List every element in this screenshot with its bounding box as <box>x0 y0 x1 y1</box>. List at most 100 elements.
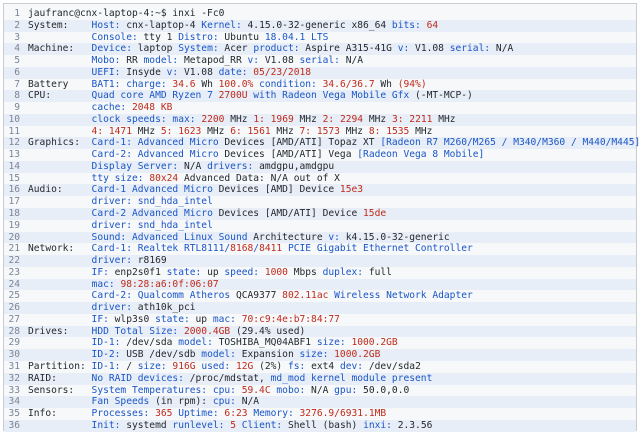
text-segment: Quad core AMD Ryzen 7 <box>91 90 219 102</box>
text-segment: charge: <box>126 78 173 90</box>
text-segment: 59.4C <box>241 384 277 396</box>
text-segment: 2: <box>322 113 340 125</box>
line-text: Drives: HDD Total Size: 2000.4GB (29.4% … <box>28 326 636 338</box>
line-text: clock speeds: max: 2200 MHz 1: 1969 MHz … <box>28 114 636 126</box>
text-segment: 1000.2GB <box>351 337 398 349</box>
text-segment: max: <box>172 113 202 125</box>
text-segment: 1000 <box>264 266 294 278</box>
text-segment: up <box>195 313 213 325</box>
text-segment: bits: <box>391 19 427 31</box>
text-segment <box>28 67 92 78</box>
line-text: UEFI: Insyde v: V1.08 date: 05/23/2018 <box>28 67 636 79</box>
text-segment: 8168 <box>230 243 254 255</box>
line-number: 33 <box>8 384 20 396</box>
text-segment: snd_hda_intel <box>137 196 213 208</box>
text-segment: 64 <box>426 19 439 31</box>
line-text: Partition: ID-1: / size: 916G used: 12G … <box>28 361 636 373</box>
text-segment: 1573 <box>316 125 346 137</box>
line-number: 32 <box>8 372 20 384</box>
text-segment: Distro: <box>178 31 225 43</box>
text-segment: product: <box>253 43 306 55</box>
text-segment: Battery <box>28 78 92 90</box>
text-segment: 15de <box>363 208 387 220</box>
line-number: 15 <box>8 172 20 184</box>
text-segment: MHz <box>368 113 392 125</box>
code-line: 14 Display Server: N/A drivers: amdgpu,a… <box>4 160 636 173</box>
code-line: 15 tty size: 80x24 Advanced Data: N/A ou… <box>4 173 636 185</box>
line-number: 16 <box>8 184 20 196</box>
text-segment: (in rpm): <box>155 396 213 408</box>
text-segment: PCIE Gigabit Ethernet Controller <box>287 243 473 255</box>
code-line: 26 driver: ath10k_pci <box>4 302 636 314</box>
text-segment <box>28 32 92 43</box>
text-segment: v: <box>397 43 416 55</box>
text-segment: cpu: <box>212 396 242 408</box>
text-segment: Card-2: Qualcomm Atheros <box>91 290 236 302</box>
code-line: 28 Drives: HDD Total Size: 2000.4GB (29.4… <box>4 325 636 338</box>
text-segment: MHz <box>438 113 456 125</box>
line-text: tty size: 80x24 Advanced Data: N/A out o… <box>28 173 636 185</box>
text-segment: Device: <box>91 43 138 55</box>
text-segment: state: <box>166 266 208 278</box>
text-segment: Uptime: <box>178 408 225 420</box>
line-number: 28 <box>8 325 20 337</box>
text-segment: MHz <box>207 125 231 137</box>
code-line: 11 4: 1471 MHz 5: 1623 MHz 6: 1561 MHz 7… <box>4 126 636 138</box>
text-segment <box>28 396 92 407</box>
code-line: 29 ID-1: /dev/sda model: TOSHIBA_MQ04ABF… <box>4 337 636 349</box>
text-segment: MHz <box>299 113 323 125</box>
text-segment: No RAID devices: <box>91 372 190 384</box>
text-segment: up <box>207 266 225 278</box>
line-number: 26 <box>8 302 20 314</box>
line-number: 9 <box>14 102 20 114</box>
text-segment: N/A <box>311 384 335 396</box>
text-segment: Host: <box>91 19 127 31</box>
text-segment: 34.6 <box>172 78 202 90</box>
text-segment: (2%) <box>259 360 288 372</box>
text-segment: clock speeds: <box>91 113 173 125</box>
text-segment: (94%) <box>397 78 427 90</box>
text-segment: with Radeon Vega Mobile Gfx <box>253 90 416 102</box>
text-segment: HDD Total Size: <box>91 325 184 337</box>
text-segment: [Radeon R7 M260/M265 / M340/M360 / M440/… <box>380 137 640 149</box>
text-segment: Aspire A315-41G <box>305 43 398 55</box>
text-segment: Network: <box>28 243 92 255</box>
line-number: 20 <box>8 231 20 243</box>
text-segment: cache: <box>91 102 132 114</box>
text-segment: Architecture <box>253 231 329 243</box>
line-text: Display Server: N/A drivers: amdgpu,amdg… <box>28 161 636 173</box>
text-segment: 6:23 <box>224 408 254 420</box>
line-number: 24 <box>8 278 20 290</box>
line-number: 14 <box>8 160 20 172</box>
text-segment: ID-1: <box>91 360 127 372</box>
text-segment: /proc/mdstat, <box>189 372 271 384</box>
text-segment: Shell (bash) <box>287 419 364 431</box>
line-number: 21 <box>8 243 20 255</box>
line-text: Network: Card-1: Realtek RTL8111/8168/84… <box>28 243 636 255</box>
line-text: Console: tty 1 Distro: Ubuntu 18.04.1 LT… <box>28 32 636 44</box>
line-number: 4 <box>14 43 20 55</box>
text-segment: MHz <box>276 125 300 137</box>
line-number: 2 <box>14 19 20 31</box>
text-segment: System Temperatures: <box>91 384 213 396</box>
text-segment: laptop <box>137 43 179 55</box>
text-segment: BAT1: <box>91 78 127 90</box>
text-segment: (29.4% used) <box>235 325 306 337</box>
text-segment: Wireless Network Adapter <box>334 290 473 302</box>
text-segment <box>28 114 92 125</box>
line-text: ID-1: /dev/sda model: TOSHIBA_MQ04ABF1 s… <box>28 337 636 349</box>
text-segment: (-MT-MCP-) <box>415 90 473 102</box>
text-segment: N/A <box>495 43 514 55</box>
code-line: 19 driver: snd_hda_intel <box>4 220 636 232</box>
text-segment: Graphics: <box>28 137 92 149</box>
code-line: 3 Console: tty 1 Distro: Ubuntu 18.04.1 … <box>4 32 636 44</box>
text-segment: Fan Speeds <box>91 396 156 408</box>
text-segment: 4: <box>91 125 109 137</box>
text-segment: tty size: <box>91 172 150 184</box>
text-segment: mobo: <box>276 384 312 396</box>
